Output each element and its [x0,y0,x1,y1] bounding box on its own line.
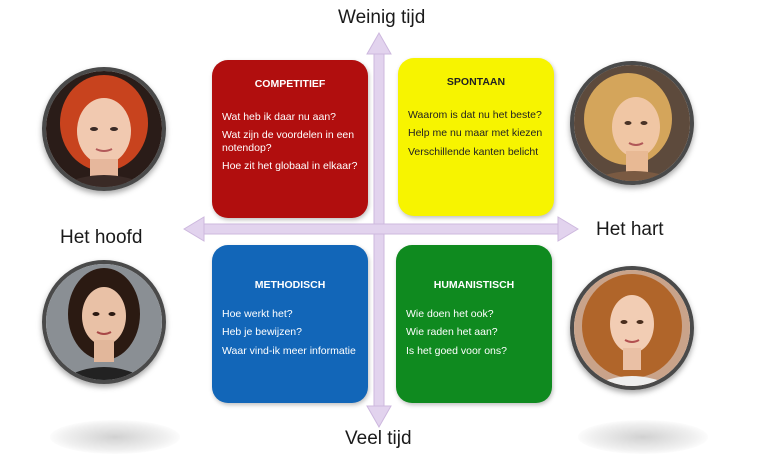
axis-label-left: Het hoofd [60,227,143,248]
quadrant-humanistisch: HUMANISTISCH Wie doen het ook? Wie raden… [396,245,552,403]
quadrant-item: Heb je bewijzen? [222,326,302,338]
portrait-image [46,71,162,187]
portrait-bottom-right [570,266,694,390]
arrow-down-icon [366,405,392,429]
quadrant-item: Wie doen het ook? [406,307,494,320]
portrait-image [46,264,162,380]
quadrant-title: METHODISCH [254,279,326,291]
portrait-image [574,270,690,386]
arrow-right-icon [557,216,579,242]
axis-label-top: Weinig tijd [338,7,426,28]
quadrant-methodisch: METHODISCH Hoe werkt het? Heb je bewijze… [212,245,368,403]
horizontal-axis [199,223,563,235]
quadrant-title: HUMANISTISCH [433,279,515,291]
arrow-up-icon [366,31,392,55]
quadrant-item: Help me nu maar met kiezen [408,127,543,139]
portrait-top-right [570,61,694,185]
portrait-bottom-left [42,260,166,384]
quadrant-competitief: COMPETITIEF Wat heb ik daar nu aan? Wat … [212,60,368,218]
portrait-top-left [42,67,166,191]
quadrant-title: COMPETITIEF [254,78,326,90]
axis-label-bottom: Veel tijd [345,428,412,449]
arrow-left-icon [183,216,205,242]
quadrant-item: Wat zijn de voordelen in een notendop? [222,129,355,154]
portrait-image [574,65,690,181]
portrait-reflection-left [50,420,180,454]
quadrant-item: Verschillende kanten belicht [408,145,539,158]
quadrant-item: Waar vind-ik meer informatie [222,344,356,357]
quadrant-spontaan: SPONTAAN Waarom is dat nu het beste? Hel… [398,58,554,216]
quadrant-item: Waarom is dat nu het beste? [408,108,542,121]
quadrant-item: Hoe werkt het? [222,307,293,320]
portrait-reflection-right [578,420,708,454]
quadrant-item: Hoe zit het globaal in elkaar? [222,160,358,172]
axis-label-right: Het hart [596,219,664,240]
quadrant-item: Wat heb ik daar nu aan? [222,110,337,123]
quadrant-item: Is het goed voor ons? [406,344,507,357]
quadrant-title: SPONTAAN [446,76,506,88]
quadrant-item: Wie raden het aan? [406,326,498,338]
